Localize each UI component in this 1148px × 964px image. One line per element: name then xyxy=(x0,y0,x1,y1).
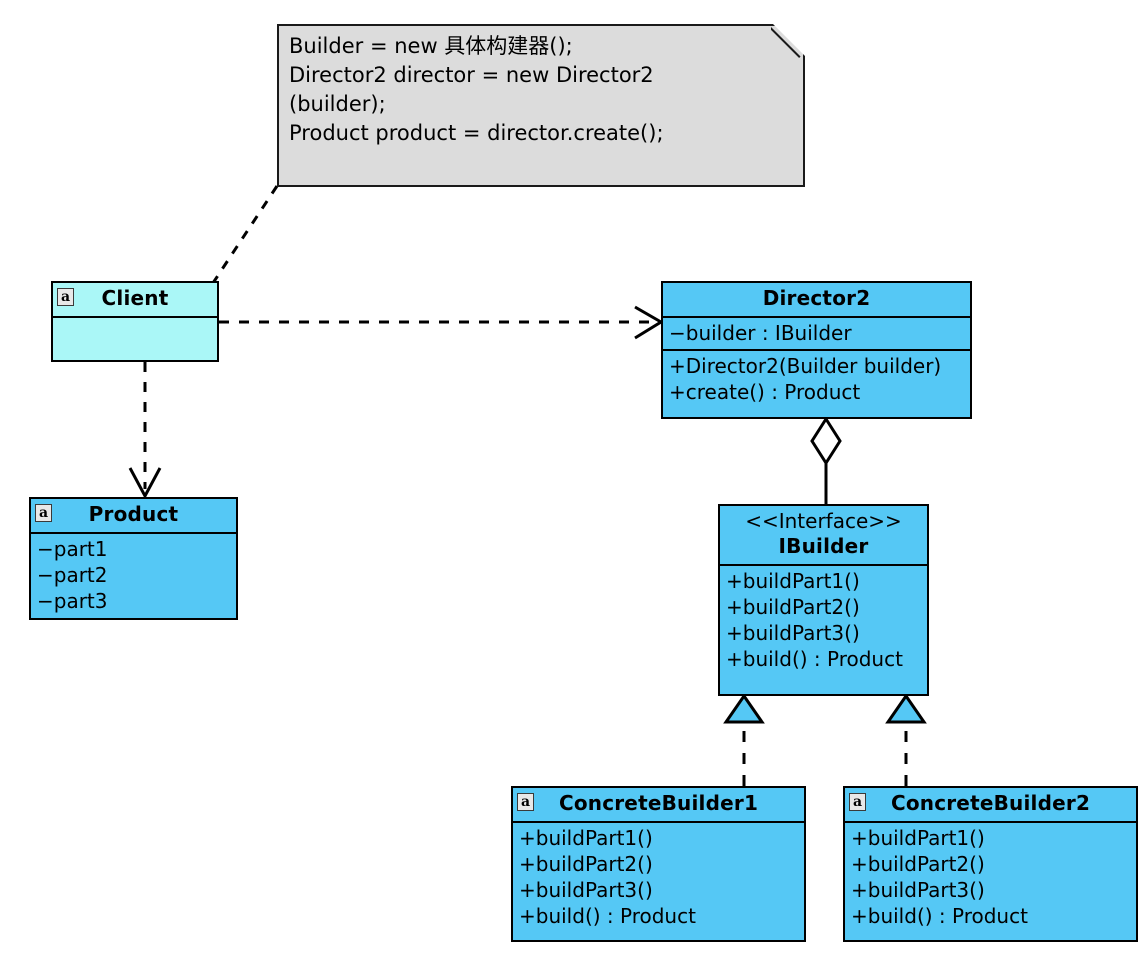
class-badge-icon: a xyxy=(517,793,534,811)
hollow-diamond-aggregation xyxy=(810,416,842,466)
operation-row: +buildPart3() xyxy=(519,878,653,902)
class-concretebuilder1-name: ConcreteBuilder1 xyxy=(558,791,759,815)
operation-row: +build() : Product xyxy=(519,904,696,928)
operation-row: +buildPart2() xyxy=(851,852,985,876)
attribute-row: −part1 xyxy=(37,537,108,561)
operation-row: +buildPart2() xyxy=(726,595,860,619)
class-director2-attributes: −builder : IBuilder xyxy=(663,316,970,349)
operation-row: +create() : Product xyxy=(669,380,861,404)
operation-row: +Director2(Builder builder) xyxy=(669,354,942,378)
edge-note-anchor xyxy=(211,185,279,284)
class-concretebuilder2-header: a ConcreteBuilder2 xyxy=(845,788,1136,821)
code-note: Builder = new 具体构建器(); Director2 directo… xyxy=(277,24,805,187)
attribute-row: −part2 xyxy=(37,563,108,587)
class-client-header: a Client xyxy=(53,283,217,316)
class-ibuilder-stereotype: <<Interface>> xyxy=(745,509,902,533)
class-director2[interactable]: Director2 −builder : IBuilder +Director2… xyxy=(661,281,972,419)
class-ibuilder[interactable]: <<Interface>> IBuilder +buildPart1() +bu… xyxy=(718,504,929,696)
class-product-header: a Product xyxy=(31,499,236,532)
class-director2-header: Director2 xyxy=(663,283,970,316)
class-ibuilder-header: <<Interface>> IBuilder xyxy=(720,506,927,564)
class-concretebuilder1-header: a ConcreteBuilder1 xyxy=(513,788,804,821)
class-concretebuilder2-operations: +buildPart1() +buildPart2() +buildPart3(… xyxy=(845,821,1136,940)
note-line-4: Product product = director.create(); xyxy=(289,121,664,145)
class-director2-name: Director2 xyxy=(762,286,871,310)
class-badge-icon: a xyxy=(849,793,866,811)
note-line-2: Director2 director = new Director2 xyxy=(289,63,654,87)
class-product[interactable]: a Product −part1 −part2 −part3 xyxy=(29,497,238,620)
operation-row: +build() : Product xyxy=(726,647,903,671)
attribute-row: −builder : IBuilder xyxy=(669,321,852,345)
note-line-3: (builder); xyxy=(289,92,386,116)
class-director2-operations: +Director2(Builder builder) +create() : … xyxy=(663,349,970,417)
class-product-name: Product xyxy=(88,502,179,526)
arrowhead-open-director2 xyxy=(634,305,664,340)
class-ibuilder-operations: +buildPart1() +buildPart2() +buildPart3(… xyxy=(720,564,927,694)
class-concretebuilder1-operations: +buildPart1() +buildPart2() +buildPart3(… xyxy=(513,821,804,940)
operation-row: +buildPart2() xyxy=(519,852,653,876)
operation-row: +buildPart1() xyxy=(726,569,860,593)
class-badge-icon: a xyxy=(57,288,74,306)
operation-row: +buildPart3() xyxy=(726,621,860,645)
note-line-1: Builder = new 具体构建器(); xyxy=(289,34,573,58)
class-ibuilder-name: IBuilder xyxy=(778,534,869,558)
attribute-row: −part3 xyxy=(37,589,108,613)
class-client-body xyxy=(53,316,217,360)
operation-row: +buildPart3() xyxy=(851,878,985,902)
class-client-name: Client xyxy=(101,286,169,310)
operation-row: +build() : Product xyxy=(851,904,1028,928)
class-concretebuilder1[interactable]: a ConcreteBuilder1 +buildPart1() +buildP… xyxy=(511,786,806,942)
operation-row: +buildPart1() xyxy=(851,826,985,850)
class-product-attributes: −part1 −part2 −part3 xyxy=(31,532,236,618)
class-client[interactable]: a Client xyxy=(51,281,219,362)
class-concretebuilder2[interactable]: a ConcreteBuilder2 +buildPart1() +buildP… xyxy=(843,786,1138,942)
operation-row: +buildPart1() xyxy=(519,826,653,850)
arrowhead-open-product xyxy=(128,467,162,500)
hollow-triangle-realization-2 xyxy=(885,693,927,724)
class-concretebuilder2-name: ConcreteBuilder2 xyxy=(890,791,1091,815)
hollow-triangle-realization-1 xyxy=(723,693,765,724)
class-badge-icon: a xyxy=(35,504,52,522)
